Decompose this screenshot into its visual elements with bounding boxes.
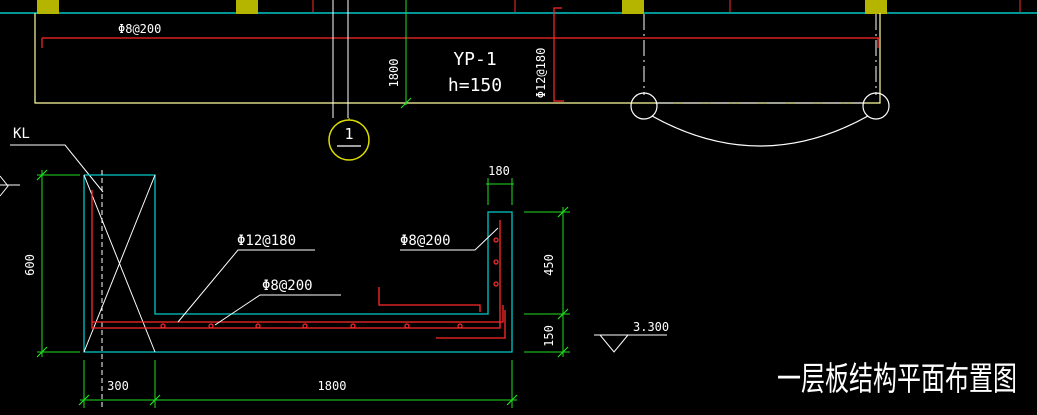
slab-thickness: h=150 xyxy=(448,75,502,96)
dist-rebar xyxy=(92,305,504,323)
dim-lower-text: 150 xyxy=(542,325,556,347)
side-rebar-label: Φ12@180 xyxy=(534,48,548,99)
elevation-text: 3.300 xyxy=(633,320,669,334)
dim-tick xyxy=(36,346,48,358)
column-3 xyxy=(622,0,644,14)
column-1 xyxy=(37,0,59,14)
column-4 xyxy=(865,0,887,14)
axis-number: 1 xyxy=(344,125,353,143)
rebar-upstand-label: Φ8@200 xyxy=(400,233,451,249)
rebar-main-leader xyxy=(177,249,315,323)
top-rebar-label: Φ8@200 xyxy=(118,22,161,36)
plan-dim-text: 1800 xyxy=(387,59,401,88)
rebar-upstand-leader xyxy=(400,227,499,251)
beam-label: KL xyxy=(13,126,30,142)
dim-tick xyxy=(557,308,569,320)
dim-total-text: 600 xyxy=(23,254,37,276)
rebar-main-label: Φ12@180 xyxy=(237,233,296,249)
lower-rebar xyxy=(436,310,506,339)
left-elev-mark xyxy=(0,175,9,197)
dim-upper-text: 450 xyxy=(542,254,556,276)
dim-beam-width-text: 300 xyxy=(107,379,129,393)
plan-arc xyxy=(651,115,869,147)
beam-label-leader xyxy=(10,144,104,193)
dim-tick xyxy=(78,394,90,406)
rebar-dist-label: Φ8@200 xyxy=(262,278,313,294)
rebar-dist-leader xyxy=(214,294,341,326)
dim-tick xyxy=(557,206,569,218)
pile-circle xyxy=(862,92,890,120)
elevation-triangle xyxy=(599,334,629,353)
plan-view: Φ8@200 1 1800 YP-1 h=150 Φ12@180 xyxy=(0,0,1037,161)
upstand-bottom-rebar xyxy=(378,287,481,312)
column-2 xyxy=(236,0,258,14)
drawing-title: 一层板结构平面布置图 xyxy=(777,359,1017,398)
dim-tick xyxy=(149,394,161,406)
slab-name: YP-1 xyxy=(453,49,496,70)
section-view: KL Φ12@180 xyxy=(0,126,669,410)
section-outline xyxy=(83,174,513,353)
dim-tick xyxy=(506,394,518,406)
pile-circle xyxy=(630,92,658,120)
dim-slab-length-text: 1800 xyxy=(318,379,347,393)
dim-tick xyxy=(557,346,569,358)
dim-upstand-text: 180 xyxy=(488,164,510,178)
plan-dim-tick xyxy=(400,97,412,109)
main-rebar xyxy=(91,190,501,329)
slab-outline xyxy=(34,13,881,104)
rebar-dots xyxy=(160,237,499,329)
dim-tick xyxy=(36,169,48,181)
side-rebar-line xyxy=(553,7,564,102)
